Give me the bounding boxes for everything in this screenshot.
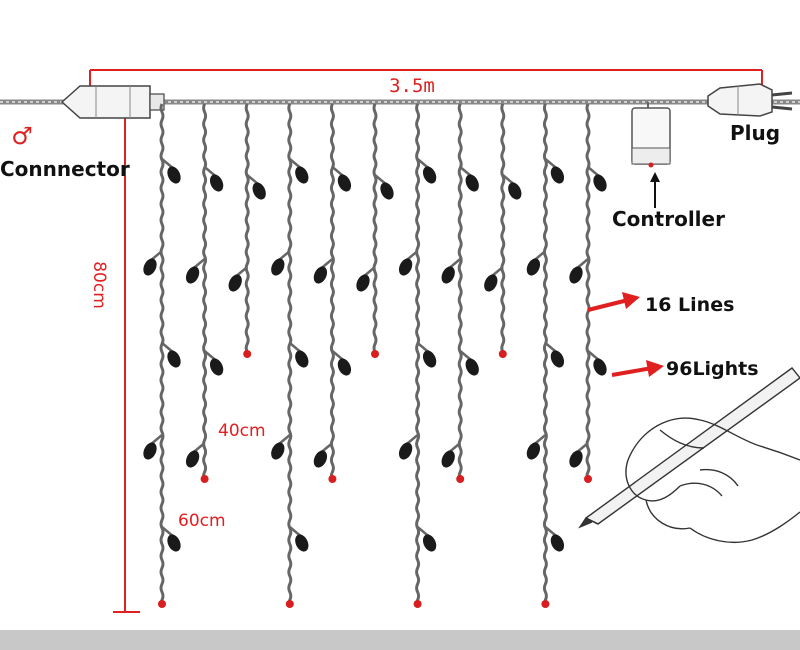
light-bulb [271, 442, 285, 460]
mid-length-label: 40cm [218, 421, 266, 441]
controller-label: Controller [612, 207, 725, 231]
strand-tip [584, 475, 592, 483]
strand-wire [457, 103, 463, 480]
height-dimension [113, 111, 140, 613]
light-bulb [593, 174, 607, 192]
bottom-bar [0, 630, 800, 650]
light-bulb [167, 534, 181, 552]
strand-wire [542, 103, 548, 606]
strand-wire [159, 103, 165, 606]
light-bulb [356, 274, 370, 292]
light-bulb [465, 358, 479, 376]
pencil-hand-icon [578, 367, 800, 543]
connector-label: Connnector [0, 157, 130, 181]
width-dimension [89, 69, 763, 86]
light-bulb [167, 350, 181, 368]
light-bulb [209, 358, 224, 376]
strand-wire [415, 103, 421, 606]
light-bulb [295, 350, 309, 368]
strand-tip [328, 475, 337, 483]
strand-tip [498, 350, 507, 358]
light-bulb [550, 534, 565, 552]
light-bulb [526, 258, 541, 276]
width-label: 3.5m [389, 75, 435, 97]
light-bulb [252, 182, 266, 200]
light-bulb [313, 266, 328, 284]
light-bulb [209, 174, 224, 192]
strand-tip [413, 600, 422, 608]
strand-tip [243, 350, 252, 358]
light-bulb [550, 350, 565, 368]
light-bulb [337, 174, 352, 192]
light-bulb [337, 358, 352, 376]
light-bulb [185, 266, 200, 284]
controller-icon [631, 102, 671, 208]
connector-icon [60, 85, 165, 119]
light-bulb [484, 274, 498, 292]
plug-icon [707, 83, 793, 117]
light-bulb [422, 350, 437, 368]
light-bulb [143, 258, 157, 276]
light-bulb [422, 534, 437, 552]
short-length-label: 60cm [178, 511, 226, 531]
light-strands [143, 103, 607, 608]
light-bulb [441, 450, 455, 468]
light-bulb [465, 174, 479, 192]
strand-tip [285, 600, 294, 608]
light-bulb [228, 274, 242, 292]
connector-symbol: ♂ [11, 122, 33, 150]
light-bulb [295, 166, 309, 184]
strand-tip [541, 600, 550, 608]
light-bulb [380, 182, 394, 200]
light-bulb [526, 442, 541, 460]
light-bulb [167, 166, 181, 184]
strand-tip [158, 600, 166, 608]
strand-tip [371, 350, 379, 358]
light-bulb [569, 450, 583, 468]
strand-wire [500, 103, 506, 357]
light-bulb [441, 266, 455, 284]
strand-wire [287, 103, 293, 606]
strand-wire [202, 103, 208, 480]
light-bulb [398, 442, 413, 460]
strand-wire [585, 103, 591, 480]
light-bulb [295, 534, 309, 552]
lights-count-label: 96Lights [666, 358, 759, 380]
strand-wire [372, 103, 378, 357]
light-bulb [593, 358, 607, 376]
strand-tip [200, 475, 209, 483]
strand-wire [244, 103, 250, 357]
plug-label: Plug [730, 121, 780, 145]
light-bulb [569, 266, 583, 284]
light-bulb [185, 450, 200, 468]
arrow-icon [587, 292, 664, 377]
light-bulb [313, 450, 328, 468]
light-bulb [422, 166, 437, 184]
light-bulb [143, 442, 157, 460]
light-bulb [508, 182, 522, 200]
lines-count-label: 16 Lines [645, 294, 734, 316]
height-label: 80cm [89, 261, 109, 309]
light-bulb [271, 258, 285, 276]
strand-wire [329, 103, 335, 480]
light-bulb [550, 166, 565, 184]
light-bulb [398, 258, 413, 276]
strand-tip [456, 475, 465, 483]
